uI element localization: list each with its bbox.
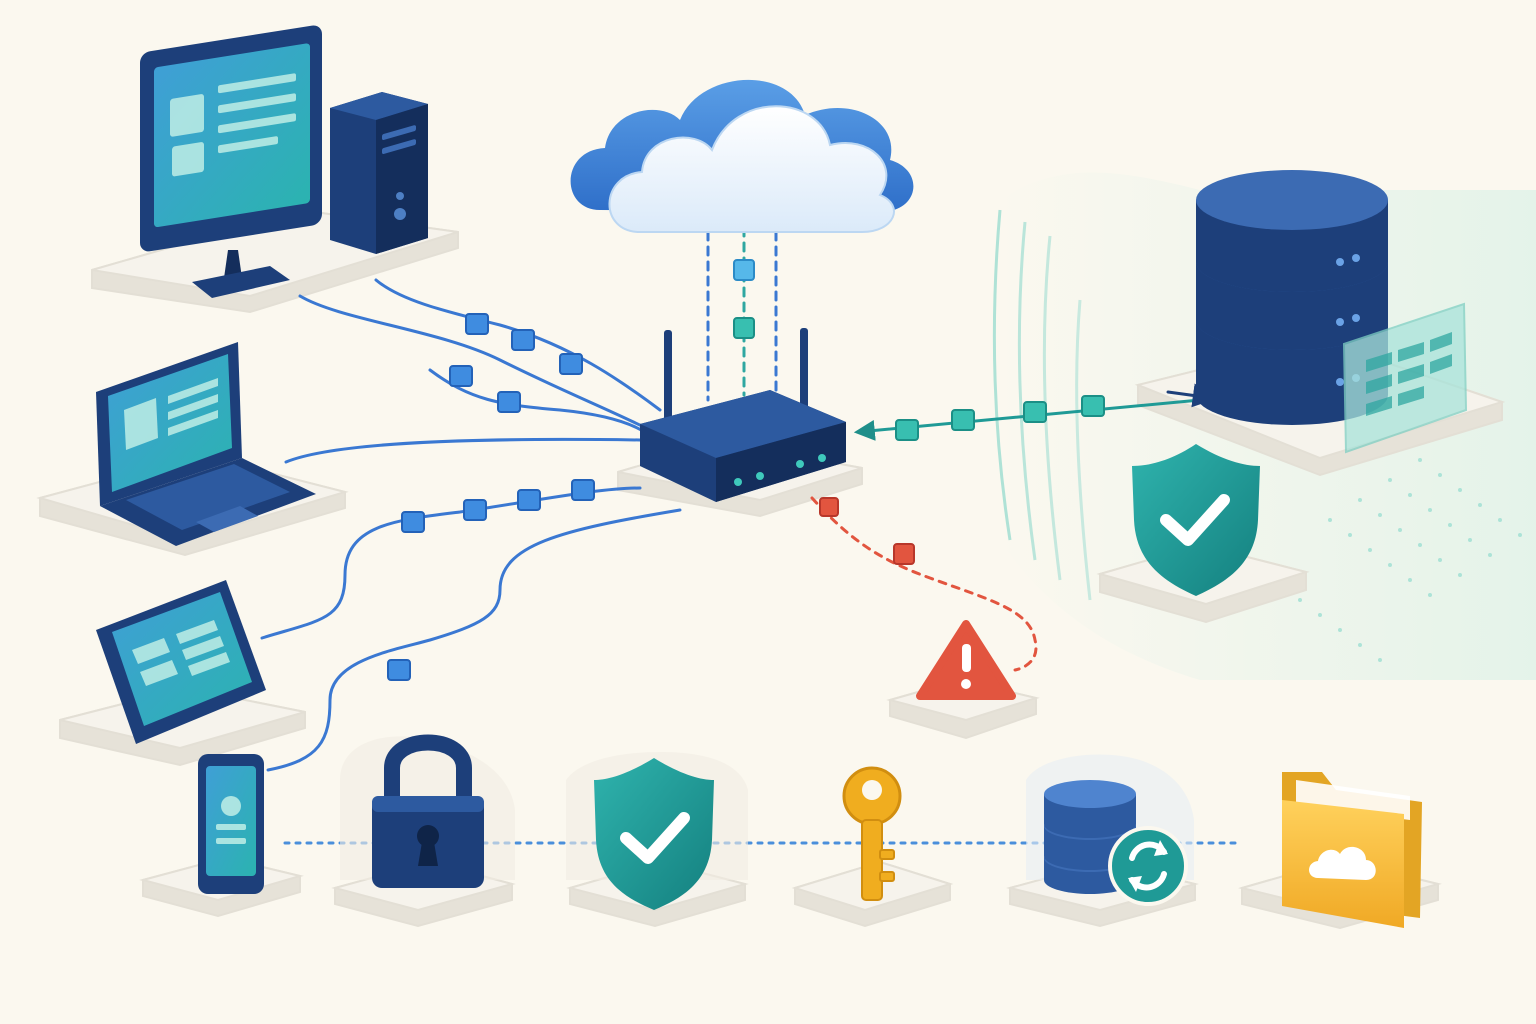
packet-teal [733,317,755,339]
link-laptop-router [284,437,642,464]
database-sync-icon[interactable] [1026,754,1194,906]
shield-check-icon[interactable] [1132,444,1260,596]
packet-red [893,543,915,565]
packet-blue [733,259,755,281]
padlock-icon[interactable] [340,734,515,888]
packet-teal [951,409,975,431]
packet-blue [571,479,595,501]
link-router-alert [810,496,1038,672]
data-packets [387,259,1105,681]
key-icon[interactable] [842,766,902,901]
packet-teal [1023,401,1047,423]
tablet-icon[interactable] [96,580,266,744]
packet-blue [401,511,425,533]
warning-triangle-icon[interactable] [916,620,1016,700]
packet-teal [895,419,919,441]
smartphone-icon[interactable] [198,754,264,894]
shield-check-icon[interactable] [566,752,748,910]
packet-blue [559,353,583,375]
packet-blue [511,329,535,351]
desktop-monitor-icon[interactable] [140,24,322,298]
packet-blue [517,489,541,511]
packet-blue [463,499,487,521]
packet-blue [465,313,489,335]
database-server-icon[interactable] [1196,170,1388,425]
packet-blue [449,365,473,387]
link-tower-router [374,278,662,412]
server-tower-icon[interactable] [330,92,428,254]
packet-teal [1081,395,1105,417]
packet-blue [497,391,521,413]
link-laptop2-router [428,368,657,442]
link-phone-router [266,508,682,772]
cloud-icon[interactable] [570,79,914,233]
laptop-icon[interactable] [96,342,316,546]
cloud-folder-icon[interactable] [1282,772,1422,928]
packet-red [819,497,839,517]
packet-blue [387,659,411,681]
data-table-panel [1342,302,1468,454]
link-desktop-router [298,294,652,432]
router-icon[interactable] [640,328,846,502]
